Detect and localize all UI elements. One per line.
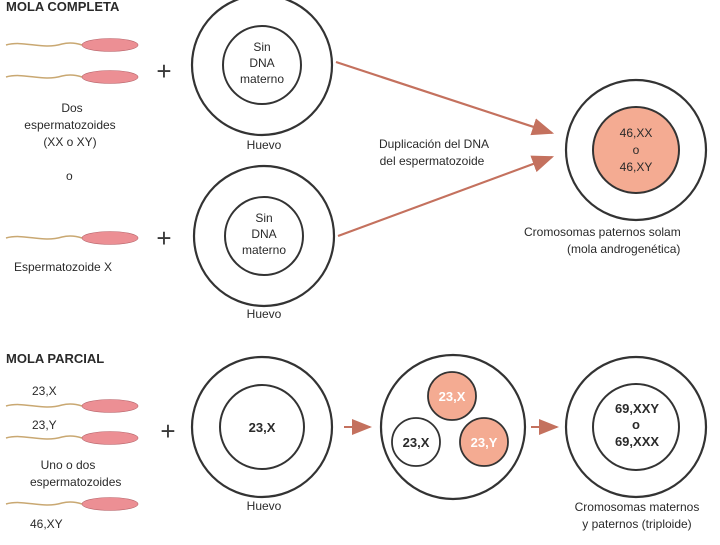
result-partial-label-line1: Cromosomas maternos — [575, 500, 700, 514]
sperm-23y-label: 23,Y — [32, 418, 57, 432]
sperm-group-label-line1: Uno o dos — [41, 458, 96, 472]
sperm-icon — [5, 430, 139, 446]
arrow-icon — [335, 60, 555, 136]
egg-bottom-inner-line1: Sin — [255, 211, 272, 225]
result-complete-label-line2: (mola androgenética) — [567, 242, 680, 256]
sperm-46xy-label: 46,XY — [30, 517, 63, 531]
egg-bottom-inner-line2: DNA — [251, 227, 276, 241]
nucleus-left-label: 23,X — [403, 435, 430, 450]
arrow-icon — [337, 155, 555, 238]
duplication-label-line1: Duplicación del DNA — [379, 137, 489, 151]
egg-top-inner-line2: DNA — [249, 56, 274, 70]
two-sperm-label-line3: (XX o XY) — [43, 135, 96, 149]
egg-bottom-inner-line3: materno — [242, 243, 286, 257]
egg-bottom-label: Huevo — [247, 307, 282, 321]
result-complete-line3: 46,XY — [620, 160, 653, 174]
egg-cell-icon — [564, 355, 708, 499]
egg-cell-icon — [190, 355, 334, 499]
egg-cell-icon — [192, 164, 336, 308]
two-sperm-label-line1: Dos — [61, 101, 82, 115]
result-complete-line1: 46,XX — [620, 126, 653, 140]
sperm-icon — [5, 37, 139, 53]
plus-sign-middle: + — [156, 223, 171, 253]
or-label: o — [66, 169, 73, 183]
sperm-icon — [5, 69, 139, 85]
nucleus-right-label: 23,Y — [471, 435, 498, 450]
two-sperm-label-line2: espermatozoides — [24, 118, 115, 132]
duplication-label-line2: del espermatozoide — [380, 154, 485, 168]
sperm-icon — [5, 496, 139, 512]
result-partial-line2: o — [632, 417, 640, 432]
plus-sign-top: + — [156, 56, 171, 86]
result-complete-label-line1: Cromosomas paternos solam — [524, 225, 681, 239]
result-partial-line1: 69,XXY — [615, 401, 659, 416]
result-partial-label-line2: y paternos (triploide) — [582, 517, 691, 531]
sperm-x-label: Espermatozoide X — [14, 260, 112, 274]
section-title-complete: MOLA COMPLETA — [6, 0, 120, 14]
nucleus-top-label: 23,X — [439, 389, 466, 404]
plus-sign-bottom: + — [160, 416, 175, 446]
egg-top-label: Huevo — [247, 138, 282, 152]
section-title-partial: MOLA PARCIAL — [6, 351, 104, 366]
sperm-23x-label: 23,X — [32, 384, 57, 398]
sperm-icon — [5, 398, 139, 414]
egg-cell-icon — [190, 0, 334, 137]
egg-top-inner-line3: materno — [240, 72, 284, 86]
egg-top-inner-line1: Sin — [253, 40, 270, 54]
egg-cell-icon — [564, 78, 708, 222]
result-partial-line3: 69,XXX — [615, 434, 659, 449]
result-complete-line2: o — [633, 143, 640, 157]
egg-partial-label: Huevo — [247, 499, 282, 513]
egg-partial-inner: 23,X — [249, 420, 276, 435]
sperm-icon — [5, 230, 139, 246]
egg-cell-icon — [379, 353, 527, 501]
sperm-group-label-line2: espermatozoides — [30, 475, 121, 489]
